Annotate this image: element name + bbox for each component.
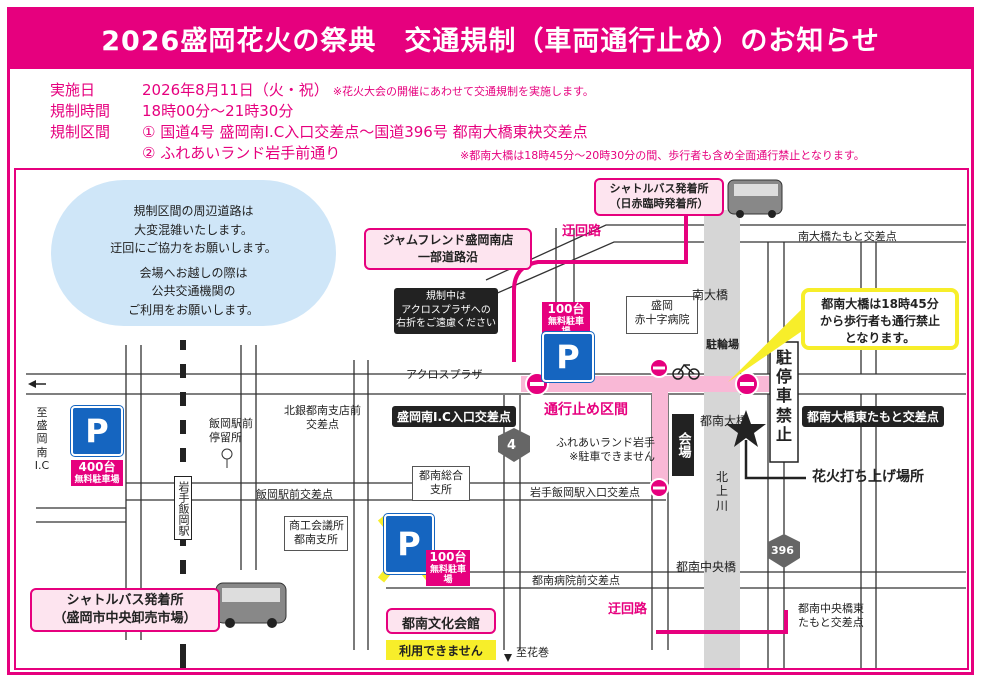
parking-400-tag: 400台 無料駐車場 [71,460,123,487]
route-4-number: 4 [507,438,517,453]
bubble-line: 迂回にご協力をお願いします。 [110,241,277,256]
acros-turn-note: 規制中は アクロスプラザへの 右折をご遠慮ください [394,288,498,334]
kitakami-river-label: 北 上 川 [715,470,728,513]
info-date-row: 実施日 2026年8月11日（火・祝）※花火大会の開催にあわせて交通規制を実施しま… [50,79,594,100]
bubble-line: 会場へお越しの際は [139,265,248,280]
jam-friend-label: ジャムフレンド盛岡南店 一部道路沿 [364,228,532,270]
bicycle-parking-label: 駐輪場 [706,338,739,351]
detour-route-bottom [656,610,788,634]
date-value: 2026年8月11日（火・祝） [142,81,329,99]
venue-label: 会場 [672,414,694,476]
time-value: 18時00分～21時30分 [142,102,294,120]
bubble-line: 大変混雑いたします。 [134,222,253,237]
fireworks-site-label: 花火打ち上げ場所 [812,469,924,485]
shuttle-stop-top: シャトルバス発着所 （日赤臨時発着所） [594,178,724,216]
bridge-note: ※都南大橋は18時45分～20時30分の間、歩行者も含め全面通行禁止となります。 [460,149,865,162]
ic-entrance-label: 盛岡南I.C入口交差点 [392,406,516,427]
time-label: 規制時間 [50,102,111,120]
route-4-shield [498,428,530,462]
closed-section-label: 通行止め区間 [544,402,628,418]
map: 規制区間の周辺道路は 大変混雑いたします。 迂回にご協力をお願いします。 会場へ… [14,168,969,670]
tonan-ohashi-label: 都南大橋 [700,414,749,428]
shuttle-stop-bottom: シャトルバス発着所 （盛岡市中央卸売市場） [30,588,220,632]
info-area-row: 規制区間 ① 国道4号 盛岡南I.C入口交差点～国道396号 都南大橋東袂交差点 [50,121,588,142]
area-label: 規制区間 [50,123,111,141]
bus-icon [727,179,783,218]
tonan-chuo-bridge-label: 都南中央橋 [676,560,737,574]
info-time-row: 規制時間 18時00分～21時30分 [50,100,293,121]
parking-icon: P [71,406,123,456]
iwate-iioka-entrance-label: 岩手飯岡駅入口交差点 [530,486,640,499]
parking-icon: P [384,514,434,574]
acros-label: アクロスプラザ [406,368,483,381]
iioka-ekimae-stop-label: 飯岡駅前 停留所 [209,417,253,444]
no-parking-zone [769,341,799,463]
area-2: ② ふれあいランド岩手前通り [142,144,341,162]
page-title: 2026盛岡花火の祭典 交通規制（車両通行止め）のお知らせ [7,7,974,69]
to-hanamaki-label: 至花巻 [516,646,549,659]
bubble-line: 公共交通機関の [151,284,236,299]
route-396-number: 396 [771,544,794,557]
route-396-shield [768,534,800,568]
no-entry-icon [649,358,669,378]
bridge-pedestrian-callout: 都南大橋は18時45分 から歩行者も通行禁止 となります。 [801,288,959,350]
date-label: 実施日 [50,81,96,99]
tonan-ohashi-east-label: 都南大橋東たもと交差点 [802,406,944,427]
no-parking-sign: 駐 停 車 禁 止 [775,348,792,444]
road-network [26,179,966,668]
hokugin-label: 北銀都南支店前 交差点 [284,404,361,431]
detour-label-bottom: 迂回路 [608,602,648,617]
callout-pointer [728,300,818,382]
parking-icon: P [542,332,594,382]
tonan-bunka-kaikan: 都南文化会館 [386,608,496,634]
bus-stop-icon [221,448,233,468]
iioka-ekimae-crossing-label: 飯岡駅前交差点 [256,488,333,501]
star-icon [726,410,766,447]
no-entry-icon [649,478,669,498]
arrow-down-icon [504,654,512,662]
advice-bubble: 規制区間の周辺道路は 大変混雑いたします。 迂回にご協力をお願いします。 会場へ… [51,180,336,326]
iwate-iioka-station: 岩手飯岡駅 [174,476,192,540]
minami-ohashi-label: 南大橋 [692,288,729,302]
minami-ohashi-tamoto-label: 南大橋たもと交差点 [798,230,897,243]
not-available-label: 利用できません [386,640,496,660]
chamber-of-commerce: 商工会議所 都南支所 [284,516,348,551]
tonan-sogo-shisho: 都南総合 支所 [412,466,470,501]
date-note: ※花火大会の開催にあわせて交通規制を実施します。 [332,85,594,98]
detour-label-top: 迂回路 [562,224,602,239]
area-1: ① 国道4号 盛岡南I.C入口交差点～国道396号 都南大橋東袂交差点 [142,123,588,141]
fureai-closed-band [652,376,668,486]
info-area-row-2: ② ふれあいランド岩手前通り [50,142,340,163]
to-morioka-ic-label: 至 盛 岡 南 I.C [34,406,50,472]
parking-100-b-tag: 100台 無料駐車場 [426,550,470,587]
bus-icon [215,582,287,628]
hospital-crossing-label: 都南病院前交差点 [532,574,620,587]
bubble-line: ご利用をお願いします。 [128,302,259,317]
arrow-left-icon [28,380,36,388]
fureai-land-label: ふれあいランド岩手 ※駐車できません [556,436,655,463]
bicycle-icon [672,363,700,380]
no-entry-icon [735,372,759,396]
tonan-chuo-east-label: 都南中央橋東 たもと交差点 [798,602,864,629]
kitakami-river [704,210,740,668]
bubble-line: 規制区間の周辺道路は [133,204,254,218]
red-cross-hospital: 盛岡 赤十字病院 [626,296,698,334]
